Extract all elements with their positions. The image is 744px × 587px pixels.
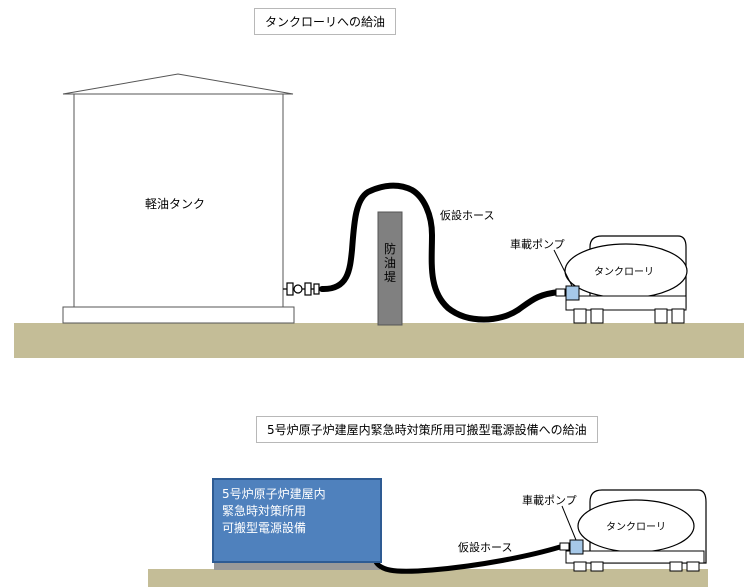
dike-label-3: 堤 (384, 270, 396, 284)
tank-truck-2: タンクローリ (565, 489, 707, 572)
temporary-hose-2 (371, 544, 563, 574)
pump-label-2: 車載ポンプ (522, 493, 577, 507)
pump-label-1: 車載ポンプ (510, 237, 565, 251)
pump-leader-1 (553, 249, 573, 287)
diagram2-title: 5号炉原子炉建屋内緊急時対策所用可搬型電源設備への給油 (256, 416, 598, 443)
equipment-label-line-3: 可搬型電源設備 (222, 521, 307, 535)
pump-coupling-1 (555, 288, 566, 297)
equipment-label-line-1: 5号炉原子炉建屋内 (222, 487, 326, 501)
onboard-pump-2 (569, 539, 584, 555)
light-oil-tank: 軽油タンク (62, 73, 295, 324)
truck-label-2: タンクローリ (606, 521, 666, 533)
truck-label-1: タンクローリ (594, 266, 654, 278)
diagram1-title: タンクローリへの給油 (254, 8, 397, 35)
pump-leader-2 (561, 505, 577, 541)
ground-1 (14, 323, 744, 358)
equipment-base (214, 562, 380, 570)
dike-label-1: 防 (384, 241, 396, 256)
tank-label: 軽油タンク (145, 197, 205, 211)
portable-power-equipment: 5号炉原子炉建屋内 緊急時対策所用 可搬型電源設備 (212, 478, 382, 563)
pump-coupling-2 (559, 542, 570, 551)
hose-label-1: 仮設ホース (440, 208, 494, 222)
hose-label-2: 仮設ホース (458, 540, 512, 554)
ground-2 (148, 569, 708, 587)
equipment-label-line-2: 緊急時対策所用 (222, 504, 307, 518)
onboard-pump-1 (565, 285, 580, 301)
tank-truck-1: タンクローリ (564, 235, 688, 324)
oil-dike: 防 油 堤 (377, 211, 403, 326)
dike-label-2: 油 (384, 256, 396, 270)
temporary-hose-1 (319, 182, 563, 323)
